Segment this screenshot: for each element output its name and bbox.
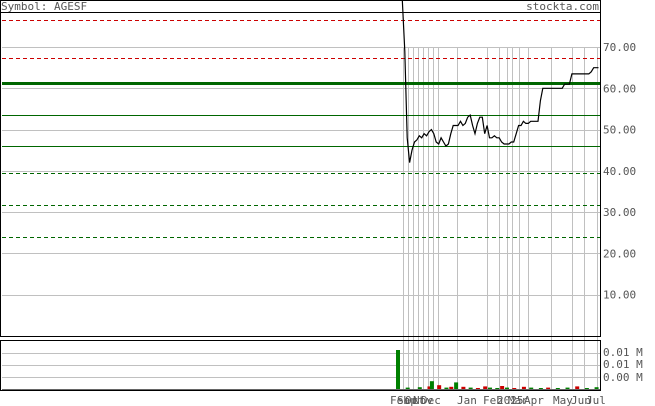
volume-bar: [444, 387, 449, 390]
x-tick-label: May: [553, 394, 573, 406]
volume-bar: [521, 386, 526, 390]
price-axis-labels: 10.00 20.00 30.00 40.00 50.00 60.00 70.00: [603, 41, 636, 302]
volume-bar: [483, 386, 488, 390]
x-tick-label: Apr: [524, 394, 544, 406]
x-tick-label: Mar: [508, 394, 528, 406]
site-name: stockta.com: [526, 0, 599, 13]
volume-bar: [565, 387, 570, 390]
price-tick-label: 40.00: [603, 165, 636, 178]
x-tick-label: Jun: [571, 394, 591, 406]
symbol-label: Symbol: AGESF: [1, 0, 88, 13]
support-resistance-levels: [2, 20, 600, 238]
volume-bar: [437, 385, 442, 390]
x-tick-label: 2025: [497, 394, 524, 406]
volume-panel-frame: [0, 340, 601, 391]
header-frame: [0, 0, 601, 13]
volume-bar: [529, 387, 534, 390]
volume-bar: [405, 387, 410, 390]
x-tick-label: Jul: [586, 394, 606, 406]
volume-tick-label: 0.00 M: [603, 371, 643, 384]
volume-bar: [417, 387, 422, 390]
price-tick-label: 30.00: [603, 206, 636, 219]
grid: [2, 47, 600, 378]
x-tick-label: Dec: [421, 394, 441, 406]
x-tick-label: Oct: [405, 394, 425, 406]
price-tick-label: 20.00: [603, 247, 636, 260]
vertical-grid: [403, 48, 598, 390]
price-panel-frame: [0, 12, 601, 337]
volume-bar: [504, 387, 509, 390]
chart-frames: [0, 0, 601, 391]
volume-bar: [429, 381, 434, 390]
volume-bar: [396, 350, 400, 390]
volume-bar: [500, 386, 505, 390]
volume-bar: [461, 386, 466, 390]
x-tick-label: Jan: [457, 394, 477, 406]
price-tick-label: 50.00: [603, 124, 636, 137]
volume-bar: [575, 386, 580, 390]
price-line: [397, 0, 599, 163]
volume-bars: [2, 350, 600, 390]
x-tick-label: Feb: [483, 394, 503, 406]
x-tick-label: Feb: [390, 394, 410, 406]
volume-bar: [468, 387, 473, 390]
volume-tick-label: 0.01 M: [603, 346, 643, 359]
volume-bar: [427, 386, 432, 390]
volume-bar: [449, 386, 454, 390]
x-tick-label: Sep: [397, 394, 417, 406]
volume-bar: [546, 387, 551, 390]
volume-axis-labels: 0.01 M0.01 M0.00 M: [603, 346, 643, 384]
volume-bar: [594, 387, 599, 390]
volume-bar: [488, 387, 493, 390]
volume-tick-label: 0.01 M: [603, 358, 643, 371]
price-tick-label: 70.00: [603, 41, 636, 54]
price-tick-label: 60.00: [603, 82, 636, 95]
volume-bar: [454, 382, 459, 390]
x-tick-label: Nov: [413, 394, 433, 406]
price-tick-label: 10.00: [603, 289, 636, 302]
price-series: [397, 0, 599, 163]
